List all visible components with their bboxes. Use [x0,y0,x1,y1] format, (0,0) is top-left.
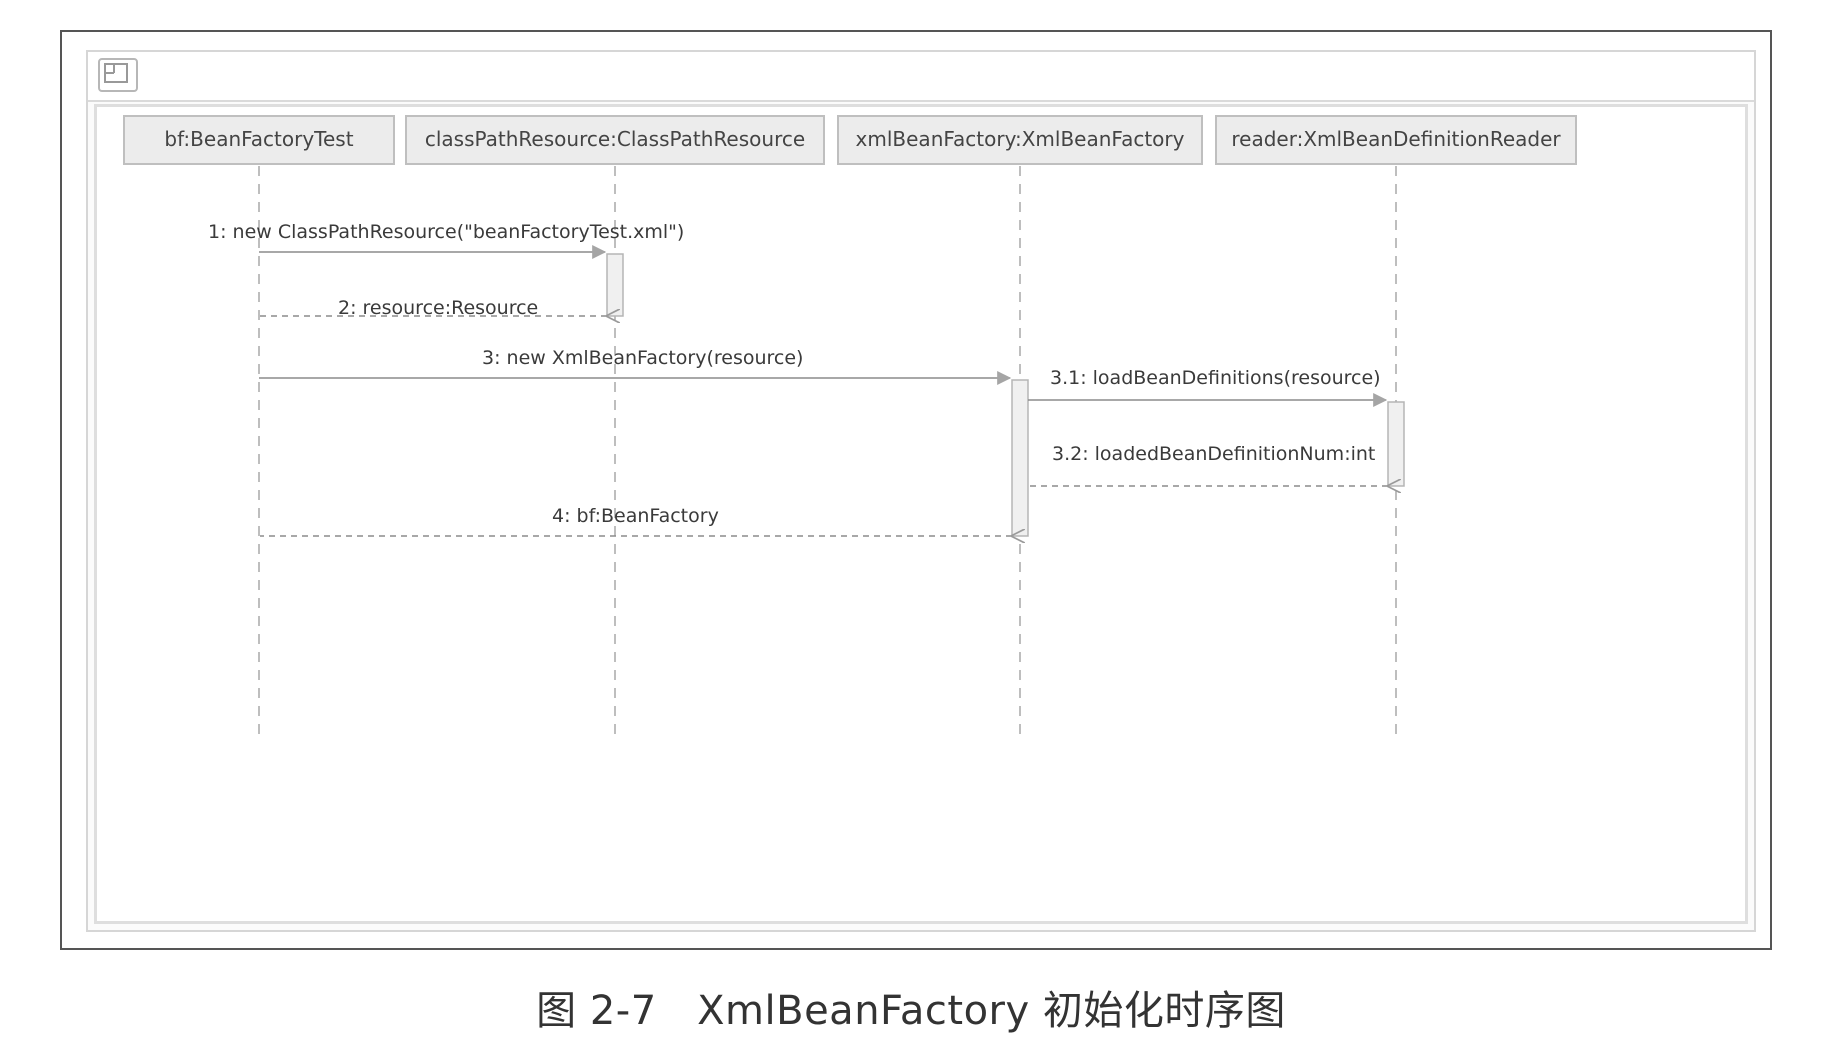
panel-toolbar [88,52,1754,102]
lifeline-classpathresource[interactable]: classPathResource:ClassPathResource [405,115,825,165]
activation-reader [1387,401,1405,487]
message-group: 1: new ClassPathResource("beanFactoryTes… [208,221,1388,536]
message-label-4: 4: bf:BeanFactory [552,505,719,527]
message-label-3-1: 3.1: loadBeanDefinitions(resource) [1050,367,1381,389]
activation-classpathresource [606,253,624,317]
message-label-1: 1: new ClassPathResource("beanFactoryTes… [208,221,684,243]
lifeline-group: bf:BeanFactoryTest classPathResource:Cla… [123,115,1577,738]
frame-icon[interactable] [98,58,138,92]
svg-text:bf:BeanFactoryTest: bf:BeanFactoryTest [164,127,353,151]
svg-text:reader:XmlBeanDefinitionReader: reader:XmlBeanDefinitionReader [1231,127,1561,151]
figure-frame [60,30,1772,950]
diagram-panel [86,50,1756,932]
message-label-2: 2: resource:Resource [338,297,538,319]
message-label-3: 3: new XmlBeanFactory(resource) [482,347,803,369]
svg-text:xmlBeanFactory:XmlBeanFactory: xmlBeanFactory:XmlBeanFactory [856,127,1185,151]
activation-group [606,253,1405,537]
figure-caption: 图 2-7 XmlBeanFactory 初始化时序图 [536,988,1286,1034]
svg-text:classPathResource:ClassPathRes: classPathResource:ClassPathResource [425,127,805,151]
lifeline-xmlbeanfactory[interactable]: xmlBeanFactory:XmlBeanFactory [837,115,1203,165]
activation-xmlbeanfactory [1011,379,1029,537]
diagram-canvas [94,104,1748,924]
lifeline-reader[interactable]: reader:XmlBeanDefinitionReader [1215,115,1577,165]
message-label-3-2: 3.2: loadedBeanDefinitionNum:int [1052,443,1375,465]
lifeline-bf-beanfactorytest[interactable]: bf:BeanFactoryTest [123,115,395,165]
